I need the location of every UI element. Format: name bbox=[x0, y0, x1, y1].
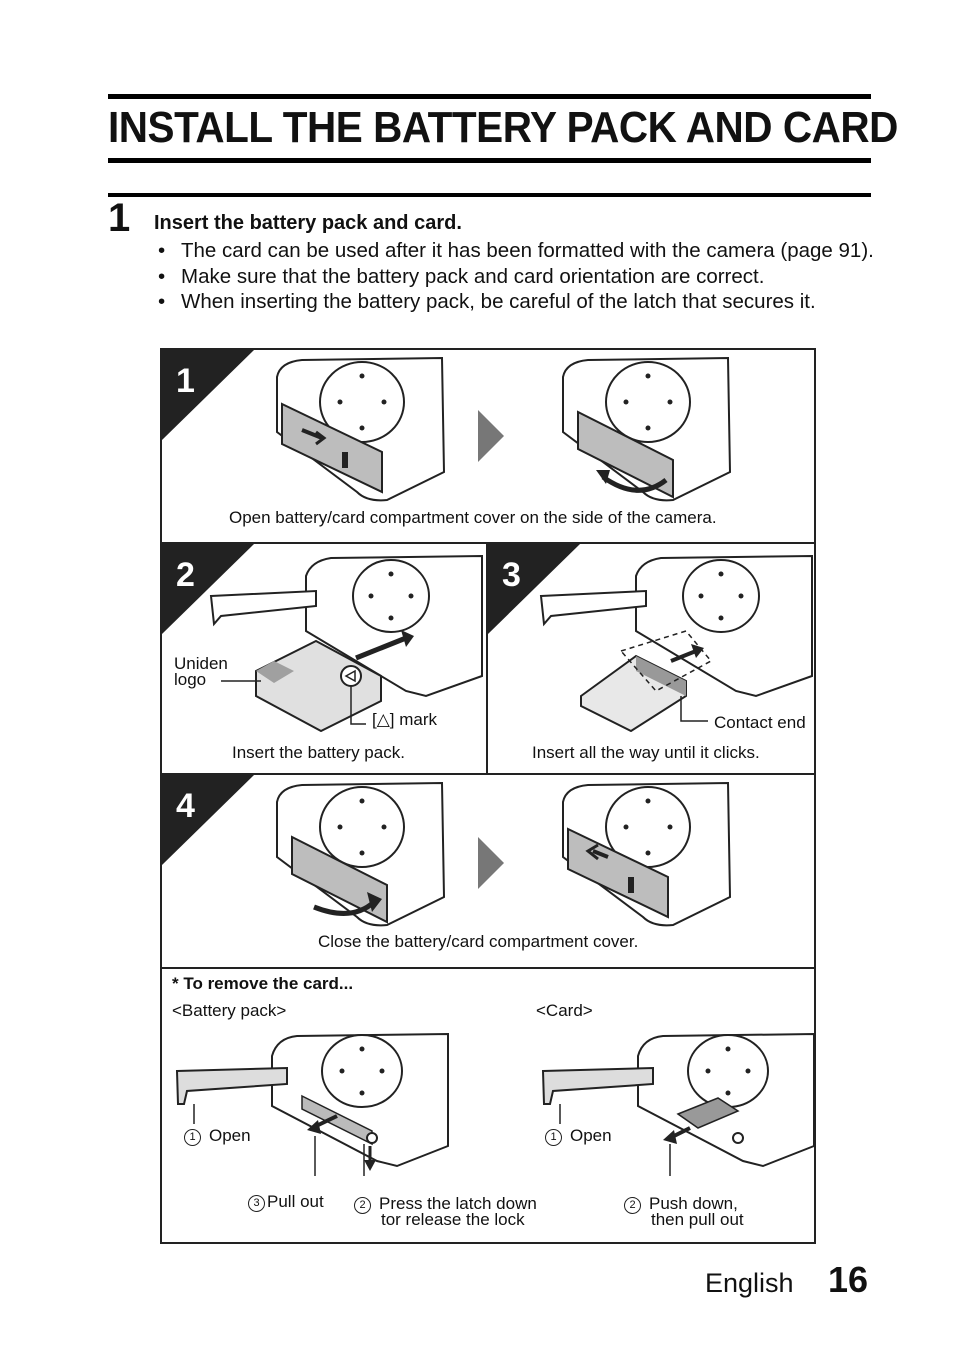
press-text-line1: Press the latch down bbox=[379, 1194, 537, 1213]
panel-divider bbox=[160, 542, 816, 544]
remove-heading: * To remove the card... bbox=[172, 974, 354, 993]
battery-open-label: 1 Open bbox=[184, 1127, 251, 1146]
panel-arrow-icon bbox=[478, 410, 504, 462]
step-circle: 1 bbox=[184, 1129, 201, 1146]
battery-removal-illustration bbox=[175, 1032, 449, 1176]
battery-insert-illustration bbox=[209, 554, 483, 732]
bullet-list: The card can be used after it has been f… bbox=[156, 238, 876, 315]
bullet-item: The card can be used after it has been f… bbox=[156, 238, 876, 264]
panel-caption: Close the battery/card compartment cover… bbox=[318, 932, 639, 951]
card-open-label: 1 Open bbox=[545, 1127, 612, 1146]
panel-caption: Insert the battery pack. bbox=[232, 743, 405, 762]
panel-number-triangle bbox=[162, 350, 254, 440]
mark-label: [△] mark bbox=[372, 710, 438, 729]
open-text: Open bbox=[570, 1126, 612, 1145]
pull-out-text: Pull out bbox=[267, 1192, 324, 1211]
title-bottom-rule bbox=[108, 158, 871, 163]
page-title: INSTALL THE BATTERY PACK AND CARD bbox=[108, 103, 898, 152]
step-circle: 1 bbox=[545, 1129, 562, 1146]
camera-cover-open-illustration bbox=[562, 356, 732, 502]
press-latch-label-line2: tor release the lock bbox=[381, 1210, 525, 1229]
card-removal-illustration bbox=[541, 1032, 815, 1176]
step-circle: 2 bbox=[624, 1197, 641, 1214]
battery-subheading: <Battery pack> bbox=[172, 1001, 287, 1020]
card-subheading: <Card> bbox=[536, 1001, 593, 1020]
logo-label: logo bbox=[174, 670, 207, 689]
step-circle: 2 bbox=[354, 1197, 371, 1214]
camera-cover-closed-illustration bbox=[276, 356, 446, 502]
panel-number: 1 bbox=[176, 362, 195, 400]
panel-number: 2 bbox=[176, 556, 195, 594]
panel-number-triangle bbox=[488, 544, 580, 634]
title-top-rule bbox=[108, 94, 871, 99]
panel-number-triangle bbox=[162, 775, 254, 865]
footer-language: English bbox=[705, 1268, 794, 1298]
push-text-line1: Push down, bbox=[649, 1194, 738, 1213]
step-number: 1 bbox=[108, 196, 131, 240]
panel-caption: Insert all the way until it clicks. bbox=[532, 743, 760, 762]
panel-divider bbox=[160, 967, 816, 969]
step-heading: Insert the battery pack and card. bbox=[154, 212, 462, 234]
step-circle: 3 bbox=[248, 1195, 265, 1212]
contact-end-label: Contact end bbox=[714, 713, 806, 732]
step-rule bbox=[108, 193, 871, 197]
panel-arrow-icon bbox=[478, 837, 504, 889]
press-latch-label: 2 Press the latch down bbox=[354, 1195, 537, 1214]
bullet-item: Make sure that the battery pack and card… bbox=[156, 264, 876, 290]
instruction-figure bbox=[160, 348, 816, 1244]
panel-number: 3 bbox=[502, 556, 521, 594]
camera-cover-closed-illustration bbox=[562, 781, 732, 927]
page-number: 16 bbox=[828, 1259, 869, 1300]
panel-divider bbox=[486, 542, 488, 775]
push-down-label: 2 Push down, bbox=[624, 1195, 738, 1214]
panel-number-triangle bbox=[162, 544, 254, 634]
camera-cover-closing-illustration bbox=[276, 781, 446, 927]
open-text: Open bbox=[209, 1126, 251, 1145]
bullet-item: When inserting the battery pack, be care… bbox=[156, 289, 876, 315]
panel-caption: Open battery/card compartment cover on t… bbox=[229, 508, 717, 527]
push-down-label-line2: then pull out bbox=[651, 1210, 744, 1229]
card-insert-illustration bbox=[539, 554, 813, 732]
panel-divider bbox=[160, 773, 816, 775]
logo-label: Uniden bbox=[174, 654, 228, 673]
panel-number: 4 bbox=[176, 787, 195, 825]
